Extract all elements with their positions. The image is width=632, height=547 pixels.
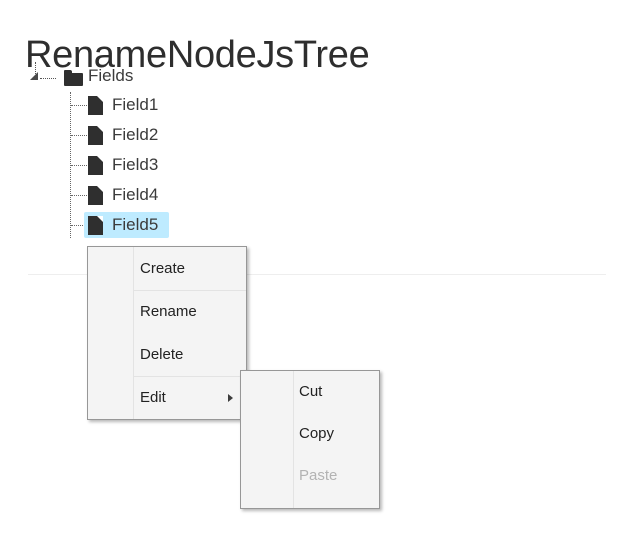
context-submenu-item-cut[interactable]: Cut <box>241 371 379 413</box>
context-menu-item-label: Create <box>140 260 186 277</box>
file-icon <box>88 126 103 145</box>
context-submenu-item-copy[interactable]: Copy <box>241 413 379 455</box>
context-menu-item-label: Rename <box>140 303 197 320</box>
context-menu-item-label: Edit <box>140 389 166 406</box>
tree-node-field2[interactable]: Field2 <box>26 122 356 152</box>
tree-node-root[interactable]: Fields <box>26 62 356 92</box>
folder-icon <box>64 70 84 86</box>
tree-connector-line <box>71 195 87 197</box>
context-submenu-item-label: Cut <box>299 383 323 400</box>
tree-node-label: Field3 <box>112 155 159 174</box>
tree-connector-line <box>71 105 87 107</box>
context-menu-separator <box>134 376 246 377</box>
tree-trunk-line <box>70 92 72 238</box>
tree-node-field3[interactable]: Field3 <box>26 152 356 182</box>
tree-node-label: Field2 <box>112 125 159 144</box>
context-menu[interactable]: Create Rename Delete Edit <box>87 246 247 420</box>
context-menu-item-edit[interactable]: Edit <box>88 376 246 419</box>
tree-node-field5[interactable]: Field5 <box>26 212 356 242</box>
tree-node-field4[interactable]: Field4 <box>26 182 356 212</box>
tree-connector-line <box>71 135 87 137</box>
tree-node-label-root: Fields <box>88 66 134 85</box>
tree-connector-line <box>71 165 87 167</box>
page-title: RenameNodeJsTree <box>25 34 370 77</box>
tree-node-label: Field1 <box>112 95 159 114</box>
tree-node-field1[interactable]: Field1 <box>26 92 356 122</box>
context-menu-item-label: Delete <box>140 346 184 363</box>
context-menu-item-rename[interactable]: Rename <box>88 290 246 333</box>
file-icon <box>88 96 103 115</box>
chevron-right-icon <box>228 393 233 402</box>
context-submenu-item-paste: Paste <box>241 455 379 497</box>
context-submenu-edit[interactable]: Cut Copy Paste <box>240 370 380 509</box>
context-menu-separator <box>134 290 246 291</box>
tree-children: Field1 Field2 Field3 Field4 <box>26 92 356 242</box>
context-submenu-item-label: Copy <box>299 425 335 442</box>
page-divider <box>28 274 606 275</box>
context-submenu-item-label: Paste <box>299 467 338 484</box>
tree-connector-line <box>71 225 87 227</box>
tree-node-label: Field4 <box>112 185 159 204</box>
tree-node-label: Field5 <box>112 215 159 234</box>
file-icon <box>88 216 103 235</box>
context-menu-item-create[interactable]: Create <box>88 247 246 290</box>
context-menu-item-delete[interactable]: Delete <box>88 333 246 376</box>
collapse-triangle-icon[interactable] <box>26 62 56 92</box>
file-icon <box>88 186 103 205</box>
js-tree[interactable]: Fields Field1 Field2 Field3 <box>26 62 356 242</box>
file-icon <box>88 156 103 175</box>
